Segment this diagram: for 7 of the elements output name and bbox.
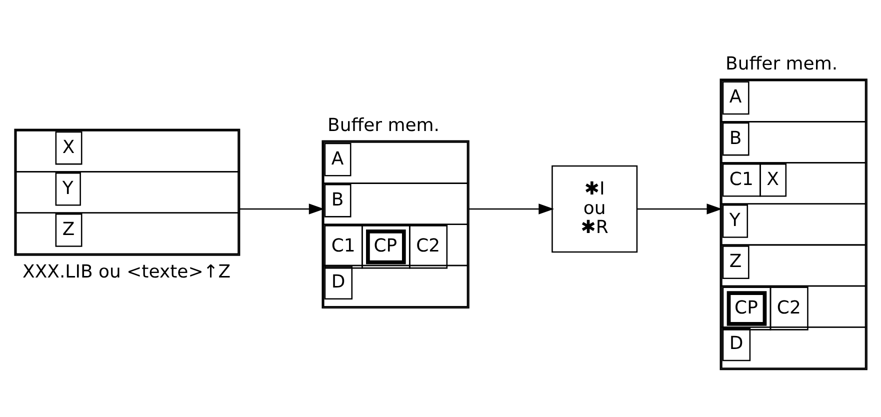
node-label: Buffer mem.	[328, 114, 440, 136]
node-label: XXX.LIB ou <texte>↑Z	[22, 260, 231, 282]
arrow	[468, 203, 554, 214]
node-box: ✱I ou ✱R	[552, 164, 638, 252]
node-label: Buffer mem.	[726, 52, 838, 74]
arrow	[239, 203, 324, 214]
arrow	[637, 203, 722, 214]
